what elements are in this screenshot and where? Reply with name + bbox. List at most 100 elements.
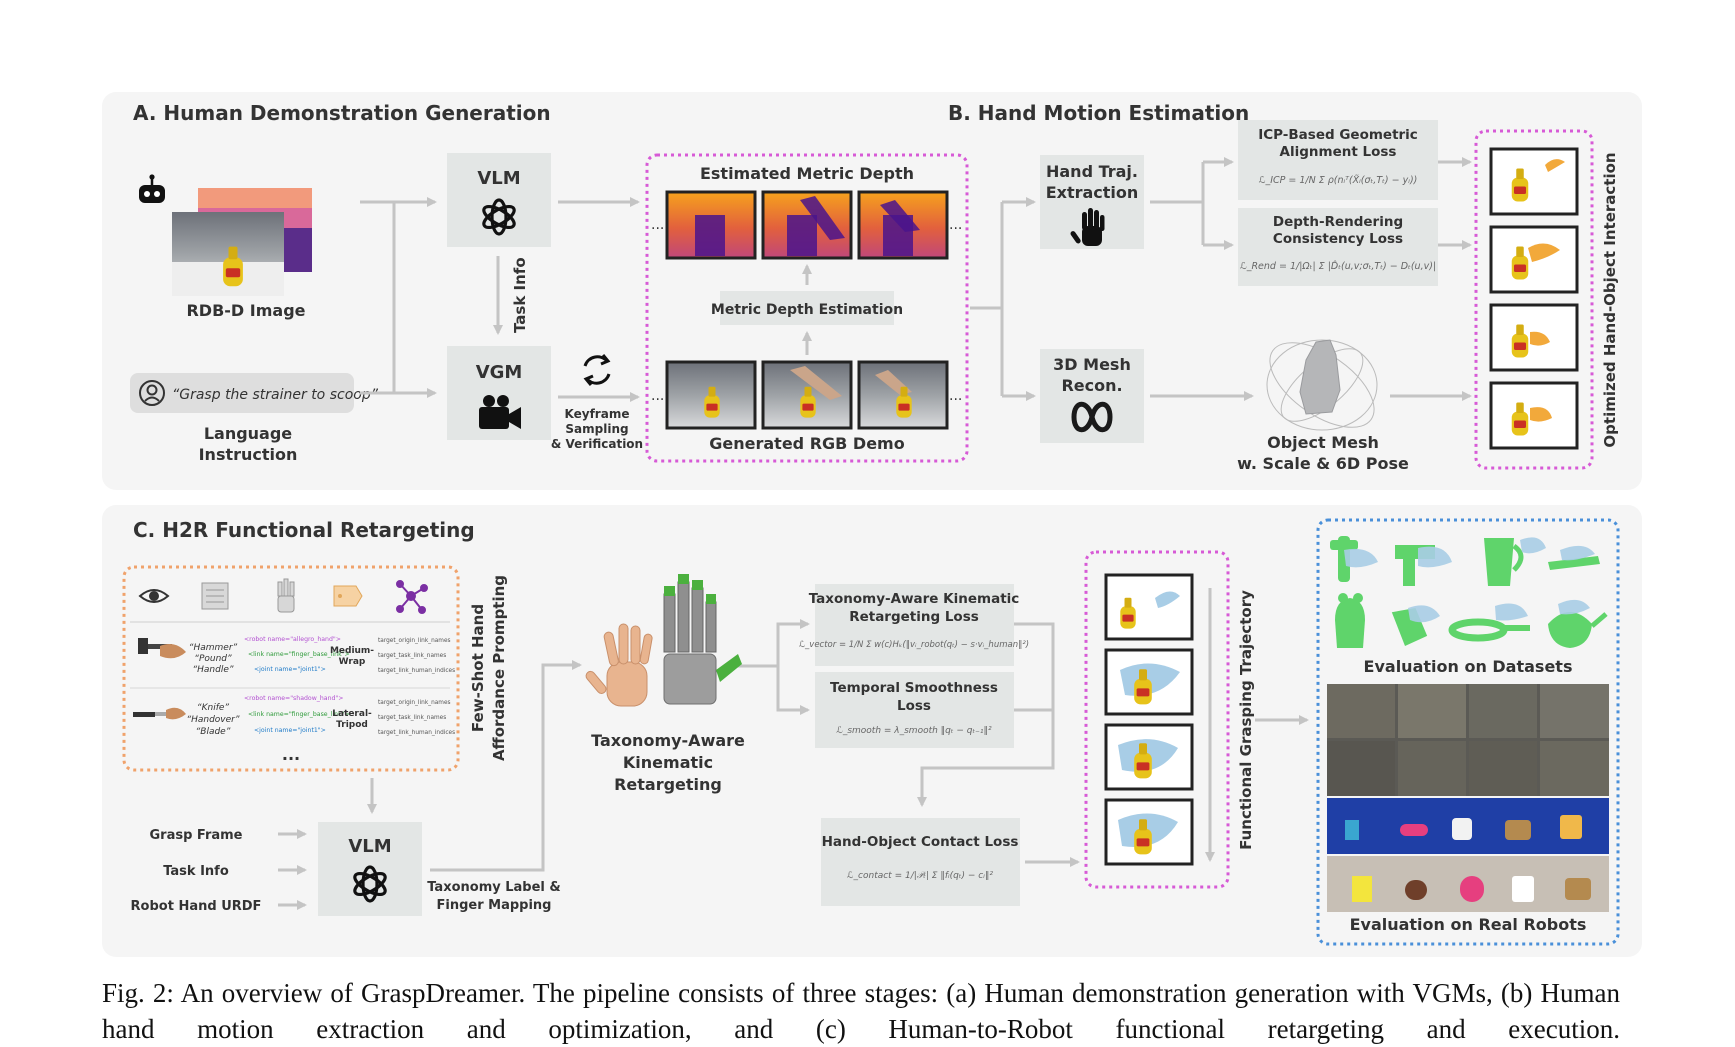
ex1-type-1: Medium- (330, 646, 374, 656)
dataset-eval-objects (1330, 536, 1608, 648)
robot-hand-icon (277, 578, 295, 613)
ex1-code-2: <link name="finger_base_link"> (248, 651, 350, 658)
object-mesh-line1: Object Mesh (1267, 433, 1379, 452)
ex2-type-1: Lateral- (332, 709, 372, 719)
keyframe-line2: Sampling (565, 422, 628, 436)
section-b-title: B. Hand Motion Estimation (948, 101, 1249, 125)
tag-icon (333, 585, 363, 607)
hand-icon (1070, 208, 1105, 246)
fewshot-line2: Affordance Prompting (490, 575, 508, 761)
ex1-code-3: <joint name="joint1"> (254, 666, 326, 673)
robot-hand-graphic (663, 574, 742, 705)
mesh-recon-node (1040, 349, 1144, 443)
fewshot-dots: ... (282, 745, 300, 764)
ex1-target-3: target_link_human_indices (378, 668, 455, 674)
real-robot-eval-grid (1327, 684, 1609, 912)
ex2-name-3: “Blade” (196, 727, 231, 737)
smooth-loss-line2: Loss (897, 698, 931, 714)
figure-caption: Fig. 2: An overview of GraspDreamer. The… (102, 978, 1620, 1044)
optimized-frames (1489, 147, 1579, 450)
tak-loss-box (815, 584, 1014, 666)
task-info-a: Task Info (511, 257, 529, 333)
eval-datasets-label: Evaluation on Datasets (1364, 657, 1573, 676)
functional-traj-label: Functional Grasping Trajectory (1237, 590, 1255, 850)
depth-ellipsis-right: ... (949, 217, 962, 233)
optimized-label: Optimized Hand-Object Interaction (1601, 152, 1619, 447)
instruction-quote: “Grasp the strainer to scoop” (172, 387, 379, 403)
instruction-label-line2: Instruction (199, 445, 298, 464)
ex2-code-1: <robot name="shadow_hand"> (244, 695, 343, 702)
tak-formula: ℒ_vector = 1/N Σ w(c)Hₖ(‖vᵢ_robot(qₜ) − … (799, 640, 1029, 650)
ex1-name-1: “Hammer” (189, 643, 238, 653)
human-hand-graphic (585, 623, 653, 707)
trajectory-frames (1104, 573, 1194, 866)
fewshot-line1: Few-Shot Hand (469, 604, 487, 732)
knife-graphic (133, 707, 186, 720)
ex1-name-3: “Handle” (192, 665, 233, 675)
tak-loss-line1: Taxonomy-Aware Kinematic (809, 591, 1020, 607)
section-c-title: C. H2R Functional Retargeting (133, 518, 475, 542)
vgm-label: VGM (476, 362, 523, 383)
ex2-target-3: target_link_human_indices (378, 730, 455, 736)
task-info-c-label: Task Info (163, 864, 229, 879)
eye-icon (138, 589, 170, 603)
demo-dashed-box (645, 153, 969, 463)
smooth-loss-line1: Temporal Smoothness (830, 680, 998, 696)
ex1-name-2: “Pound” (194, 654, 232, 664)
mesh-recon-line1: 3D Mesh (1053, 355, 1131, 374)
ex1-target-1: target_origin_link_names (378, 638, 451, 644)
video-camera-icon (479, 395, 521, 429)
retarget-line1: Taxonomy-Aware (591, 731, 745, 750)
depth-estimation-node (720, 291, 894, 325)
ex1-target-2: target_task_link_names (378, 653, 446, 659)
smooth-formula: ℒ_smooth = λ_smooth ‖qₜ − qₜ₋₁‖² (836, 726, 992, 736)
generated-rgb-title: Generated RGB Demo (709, 434, 904, 453)
instruction-label-line1: Language (204, 424, 292, 443)
rgb-frames (665, 360, 949, 430)
depth-loss-line1: Depth-Rendering (1273, 214, 1403, 230)
ex2-code-3: <joint name="joint1"> (254, 727, 326, 734)
ex2-target-1: target_origin_link_names (378, 700, 451, 706)
eval-robots-label: Evaluation on Real Robots (1350, 915, 1587, 934)
ex2-type-2: Tripod (336, 720, 368, 730)
trajectory-dashed-box (1084, 550, 1230, 889)
ex2-code-2: <link name="finger_base_link"> (248, 711, 350, 718)
evaluation-dashed-box (1316, 518, 1620, 946)
keyframe-line3: & Verification (551, 437, 643, 451)
retarget-line2: Kinematic (623, 753, 713, 772)
user-icon (139, 380, 165, 406)
a-connectors (360, 197, 640, 402)
meta-infinity-icon (1071, 401, 1113, 433)
section-a-title: A. Human Demonstration Generation (133, 101, 551, 125)
rgb-ellipsis-right: ... (949, 388, 962, 404)
tax-map-line1: Taxonomy Label & (427, 880, 561, 895)
robot-head-icon (139, 174, 165, 203)
ex2-name-1: “Knife” (197, 703, 229, 713)
language-instruction-box (130, 373, 354, 413)
c-connectors (278, 588, 1309, 910)
smooth-loss-box (815, 672, 1014, 748)
document-icon (201, 582, 229, 610)
icp-loss-line1: ICP-Based Geometric (1258, 127, 1418, 143)
robot-urdf-label: Robot Hand URDF (131, 899, 262, 914)
ex2-name-2: “Handover” (186, 715, 239, 725)
object-mesh-line2: w. Scale & 6D Pose (1237, 454, 1409, 473)
keyframe-line1: Keyframe (565, 407, 630, 421)
depth-ellipsis-left: ... (651, 217, 664, 233)
cycle-arrows-icon (583, 354, 611, 386)
rgb-ellipsis-left: ... (651, 388, 664, 404)
icp-loss-box (1238, 120, 1438, 200)
tax-map-line2: Finger Mapping (437, 898, 552, 913)
hand-traj-line2: Extraction (1046, 183, 1139, 202)
depth-estimation-label: Metric Depth Estimation (711, 302, 903, 318)
vlm-label-a: VLM (477, 168, 520, 189)
tak-loss-line2: Retargeting Loss (849, 609, 979, 625)
retarget-line3: Retargeting (614, 775, 722, 794)
graph-icon (396, 580, 428, 614)
grasp-frame-label: Grasp Frame (149, 828, 242, 843)
ex2-target-2: target_task_link_names (378, 715, 446, 721)
hand-traj-line1: Hand Traj. (1046, 162, 1138, 181)
icp-formula: ℒ_ICP = 1/N Σ ρ(nᵢᵀ(X̃ᵢ(σₜ,Tₜ) − yᵢ)) (1259, 174, 1418, 186)
ex1-type-2: Wrap (339, 657, 366, 667)
